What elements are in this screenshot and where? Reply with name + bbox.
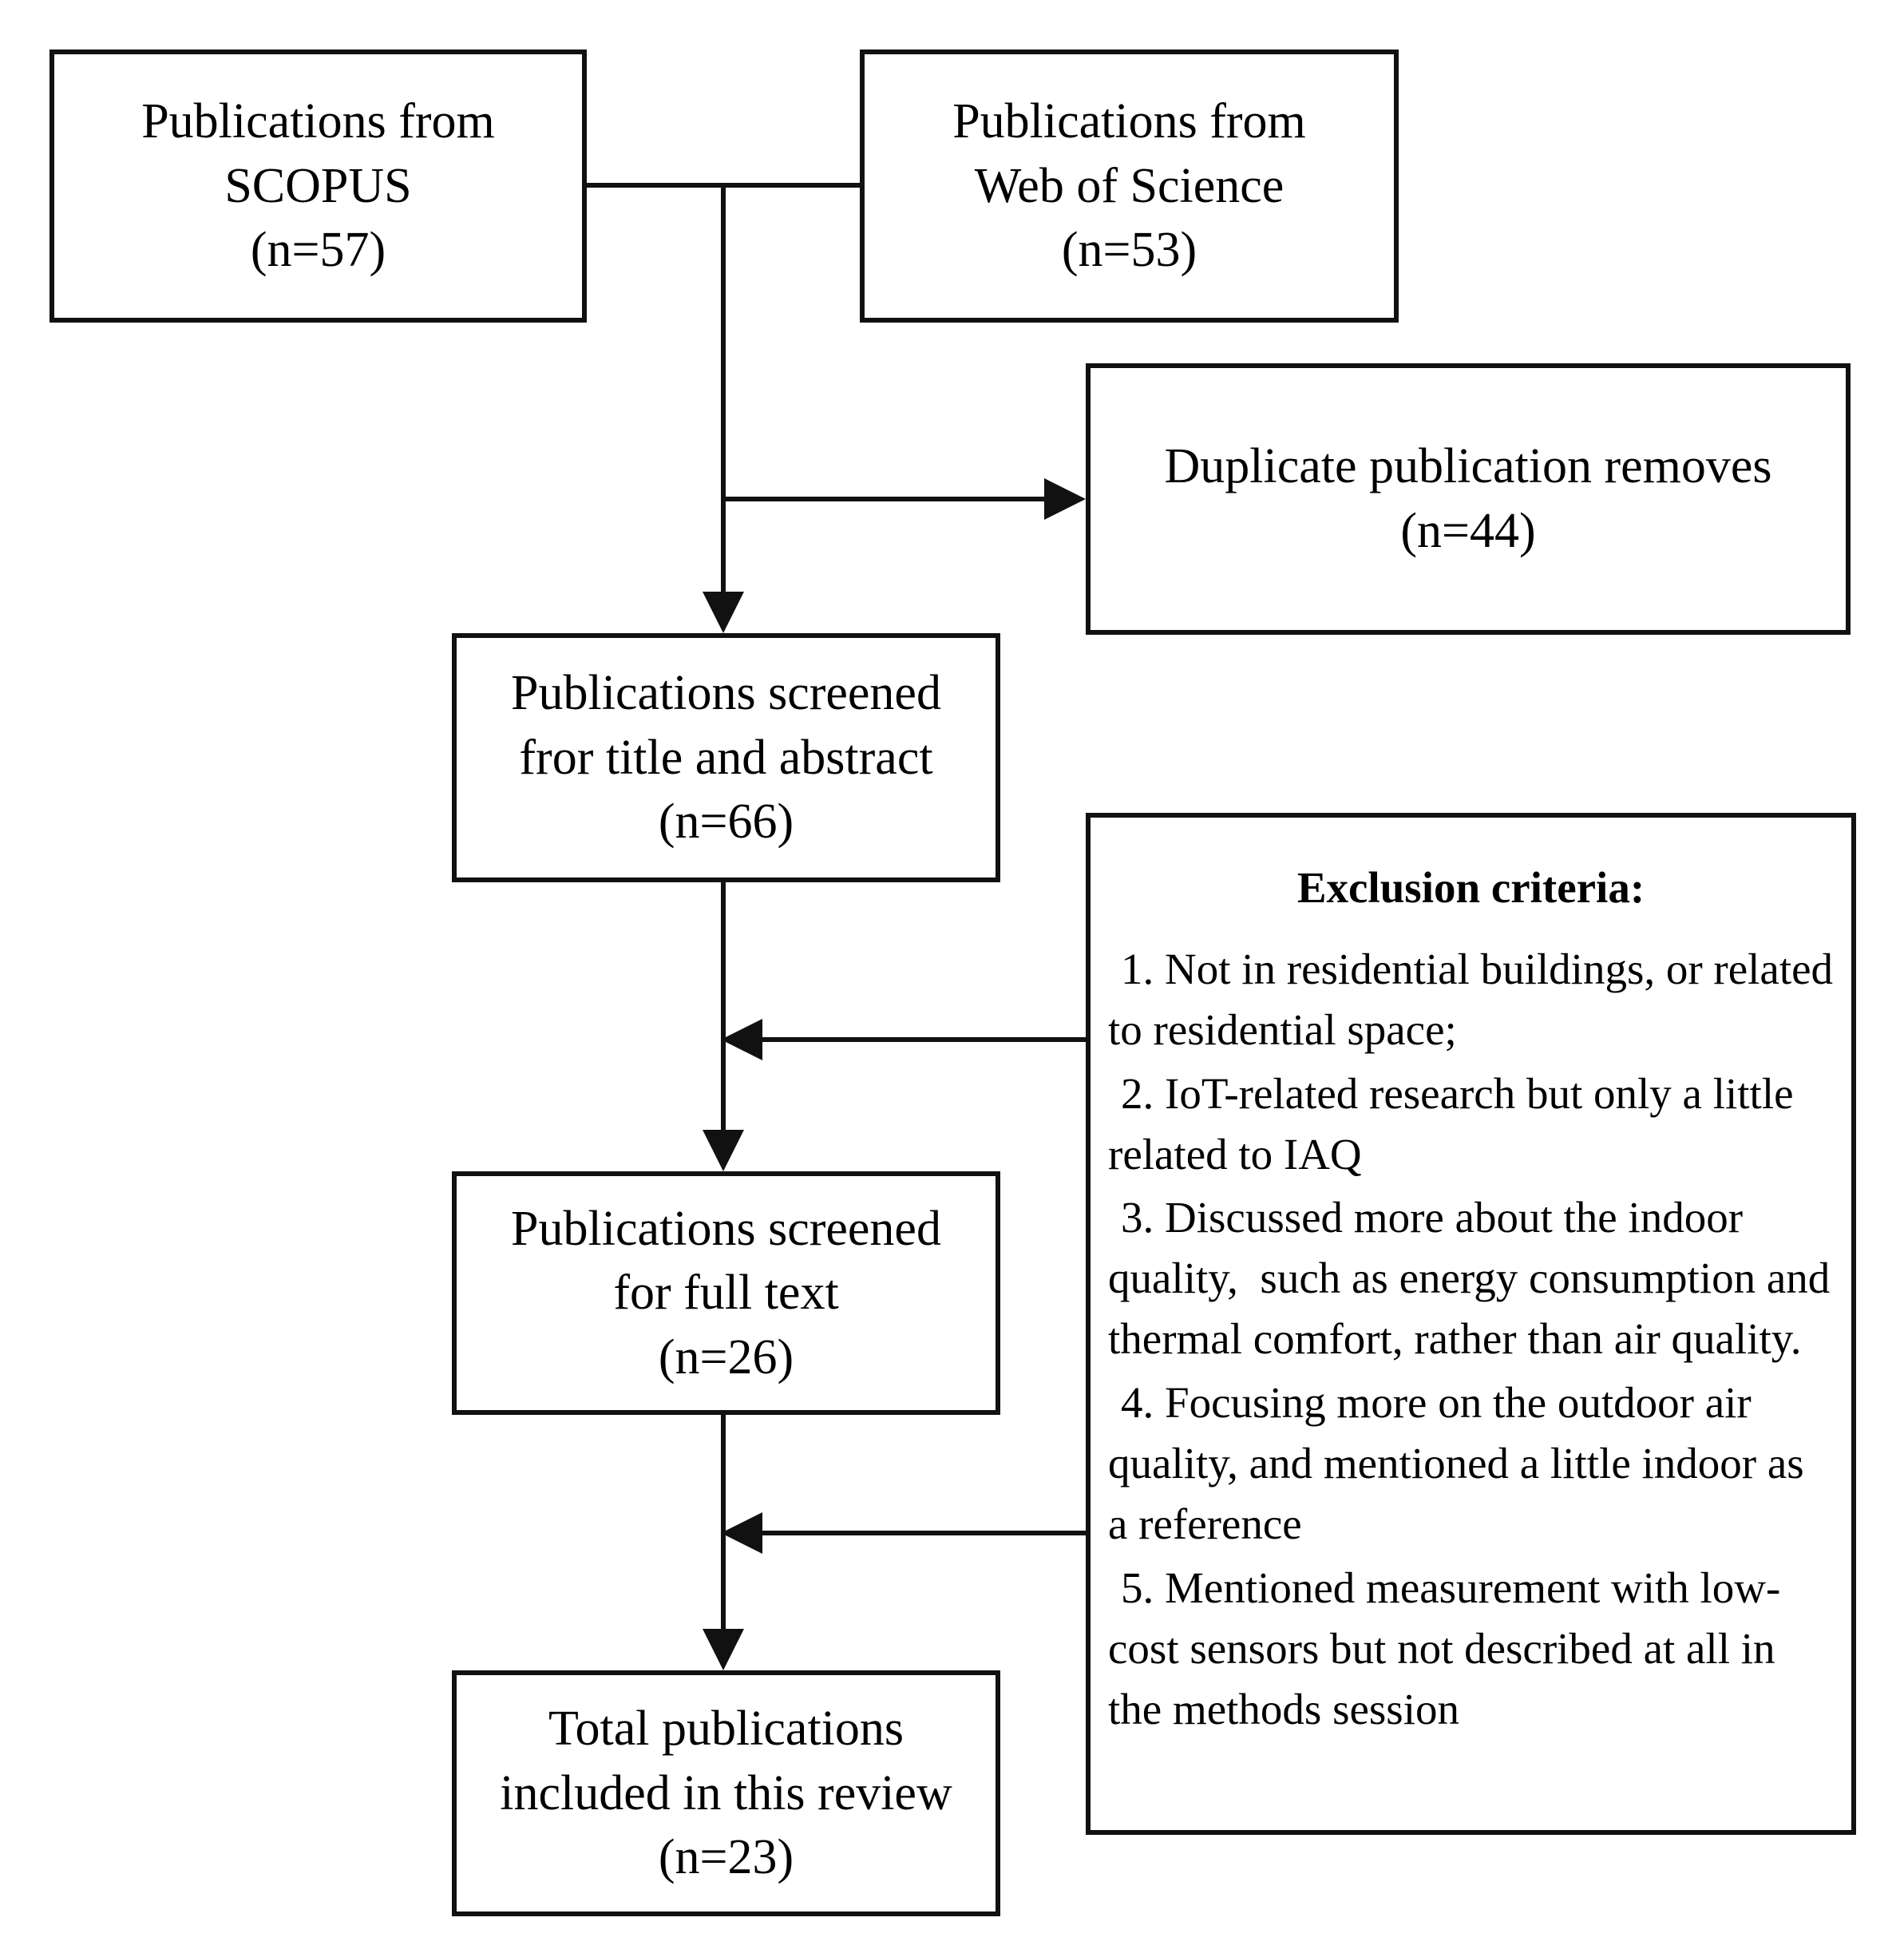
connector-exclusion-to-title-screening bbox=[762, 1037, 1086, 1042]
scopus-count: (n=57) bbox=[250, 223, 386, 278]
arrowhead-right-to-duplicates bbox=[1044, 478, 1086, 520]
exclusion-criteria-item-1: 1. Not in residential buildings, or rela… bbox=[1108, 944, 1844, 1054]
wos-line-2: Web of Science bbox=[974, 158, 1285, 213]
total-count: (n=23) bbox=[658, 1830, 794, 1885]
duplicate-count: (n=44) bbox=[1400, 504, 1536, 558]
exclusion-criteria-item-2: 2. IoT-related research but only a littl… bbox=[1108, 1068, 1805, 1179]
screen-title-line-2: fror title and abstract bbox=[519, 730, 933, 785]
box-duplicate-publication-removes: Duplicate publication removes (n=44) bbox=[1086, 363, 1851, 635]
exclusion-criteria-item-4: 4. Focusing more on the outdoor air qual… bbox=[1108, 1378, 1815, 1548]
wos-count: (n=53) bbox=[1061, 223, 1197, 278]
box-publications-web-of-science: Publications from Web of Science (n=53) bbox=[860, 50, 1399, 323]
arrowhead-left-to-title-screening bbox=[721, 1019, 762, 1060]
duplicate-line-1: Duplicate publication removes bbox=[1164, 439, 1772, 494]
total-line-1: Total publications bbox=[548, 1701, 904, 1757]
box-publications-screened-full-text: Publications screened for full text (n=2… bbox=[452, 1171, 1000, 1415]
wos-line-1: Publications from bbox=[952, 94, 1306, 149]
exclusion-criteria-item-5: 5. Mentioned measurement with low-cost s… bbox=[1108, 1563, 1787, 1733]
screen-title-line-1: Publications screened bbox=[511, 666, 941, 721]
scopus-line-2: SCOPUS bbox=[224, 158, 412, 213]
exclusion-criteria-title: Exclusion criteria: bbox=[1296, 863, 1645, 912]
box-publications-screened-title-abstract: Publications screened fror title and abs… bbox=[452, 633, 1000, 882]
scopus-line-1: Publications from bbox=[141, 94, 495, 149]
connector-to-duplicates bbox=[721, 497, 1044, 501]
box-publications-scopus: Publications from SCOPUS (n=57) bbox=[49, 50, 587, 323]
arrowhead-down-to-total bbox=[703, 1629, 744, 1670]
connector-screened-title-to-full-text bbox=[721, 882, 726, 1130]
screen-full-line-2: for full text bbox=[613, 1266, 839, 1321]
connector-exclusion-to-full-text-screening bbox=[762, 1531, 1086, 1535]
exclusion-criteria-item-3: 3. Discussed more about the indoor quali… bbox=[1108, 1193, 1842, 1364]
arrowhead-down-to-screened-full-text bbox=[703, 1130, 744, 1171]
box-total-publications-included: Total publications included in this revi… bbox=[452, 1670, 1000, 1916]
arrowhead-left-to-full-text-screening bbox=[721, 1512, 762, 1554]
screen-title-count: (n=66) bbox=[658, 794, 794, 850]
total-line-2: included in this review bbox=[500, 1765, 952, 1820]
connector-trunk-to-screening bbox=[721, 183, 726, 592]
arrowhead-down-to-screened-title bbox=[703, 592, 744, 633]
screen-full-line-1: Publications screened bbox=[511, 1201, 941, 1256]
screen-full-count: (n=26) bbox=[658, 1329, 794, 1385]
box-exclusion-criteria: Exclusion criteria: 1. Not in residentia… bbox=[1086, 813, 1856, 1835]
